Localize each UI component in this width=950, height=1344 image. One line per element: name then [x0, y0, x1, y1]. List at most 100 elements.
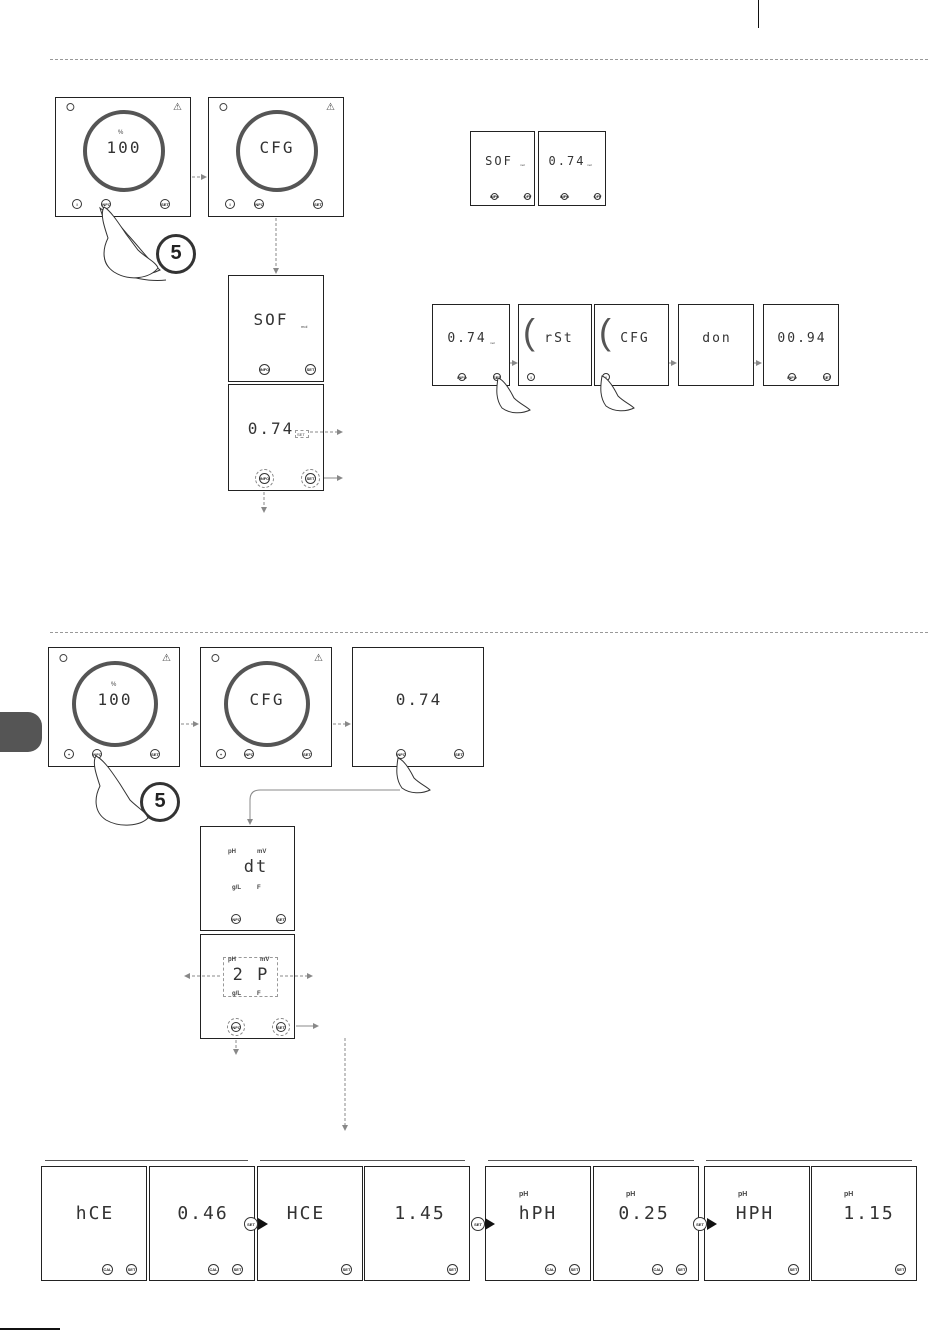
- wifi-icon: ⭘: [219, 102, 228, 114]
- group-bracket-2: [260, 1160, 465, 1161]
- bottom-screen-hph: pH hPH CAL SET: [485, 1166, 591, 1281]
- set-button[interactable]: SET: [305, 364, 316, 375]
- timer-icon-2: 5: [140, 782, 180, 822]
- bottom-screen-046: 0.46 CAL SET: [149, 1166, 255, 1281]
- display-value: 0.74: [395, 690, 443, 709]
- set-button[interactable]: SET: [447, 1264, 458, 1275]
- display-value: HPH: [735, 1203, 775, 1224]
- unit-label: SET: [297, 432, 305, 437]
- device-screen-cfg: ⭘ ⚠ CFG I INFO SET: [208, 97, 344, 217]
- display-value: hPH: [518, 1203, 558, 1224]
- timer-value: 5: [154, 790, 166, 812]
- arc-marker: (: [599, 311, 611, 352]
- small-screen-074: 0.74 mol INFO OFF: [538, 131, 606, 206]
- info-button[interactable]: INFO: [92, 749, 102, 759]
- set-button[interactable]: SET: [150, 749, 160, 759]
- display-value: rSt: [544, 331, 574, 346]
- i-button[interactable]: I: [602, 373, 610, 381]
- set-button[interactable]: SET: [493, 373, 501, 381]
- f-label: F: [257, 991, 261, 997]
- bottom-screen-025: pH 0.25 CAL SET: [593, 1166, 699, 1281]
- info-button[interactable]: INFO: [787, 373, 797, 381]
- warning-icon: ⚠: [162, 653, 171, 664]
- section-divider-middle: [50, 632, 928, 633]
- display-value: 0.25: [618, 1203, 670, 1224]
- info-button[interactable]: INFO: [231, 914, 241, 924]
- set-button[interactable]: SET: [895, 1264, 906, 1275]
- cal-button[interactable]: CAL: [652, 1264, 663, 1275]
- set-button[interactable]: SET: [276, 914, 286, 924]
- set-button[interactable]: SET: [302, 749, 312, 759]
- set-button[interactable]: SET: [823, 373, 831, 381]
- display-ring: [72, 661, 158, 747]
- ph-label: pH: [626, 1191, 636, 1198]
- percent-unit: %: [111, 682, 117, 688]
- device-screen-main-2: ⭘ ⚠ % 100 + INFO SET: [48, 647, 180, 767]
- display-ring: [224, 661, 310, 747]
- set-button[interactable]: SET: [126, 1264, 137, 1275]
- set-button[interactable]: SET: [313, 199, 323, 209]
- wifi-icon: ⭘: [211, 653, 220, 665]
- timer-icon: 5: [156, 234, 196, 274]
- display-value: 100: [97, 690, 133, 709]
- device-screen-074-2: 0.74 INFO SET: [352, 647, 484, 767]
- screen-074: 0.74 SET INFO SET: [228, 384, 324, 491]
- info-button[interactable]: INFO: [227, 1018, 245, 1036]
- device-screen-main: ⭘ ⚠ % 100 I INFO SET: [55, 97, 191, 217]
- small-screen-sof: SOF mol INFO OFF: [470, 131, 535, 206]
- info-button[interactable]: INFO: [457, 373, 467, 381]
- i-button[interactable]: I: [225, 199, 235, 209]
- i-button[interactable]: I: [527, 373, 535, 381]
- mv-label: mV: [257, 849, 267, 855]
- off-button[interactable]: OFF: [593, 193, 602, 200]
- display-value: HCE: [286, 1203, 326, 1224]
- ph-label: pH: [519, 1191, 529, 1198]
- unit-label: mol: [490, 341, 495, 345]
- ph-label: pH: [228, 957, 236, 963]
- screen-dt: pH mV dt g/L F INFO SET: [200, 826, 295, 931]
- info-button[interactable]: INFO: [101, 199, 111, 209]
- screen-2p: pH mV 2 P g/L F INFO SET: [200, 934, 295, 1039]
- set-button[interactable]: SET: [341, 1264, 352, 1275]
- seq-screen-0094: 00.94 INFO SET: [763, 304, 839, 386]
- group-bracket-1: [45, 1160, 248, 1161]
- set-button[interactable]: SET: [301, 469, 320, 488]
- plus-button[interactable]: +: [64, 749, 74, 759]
- cal-button[interactable]: CAL: [102, 1264, 113, 1275]
- info-button[interactable]: INFO: [489, 193, 500, 200]
- set-button[interactable]: SET: [160, 199, 170, 209]
- info-button[interactable]: INFO: [259, 364, 270, 375]
- arc-marker: (: [523, 311, 535, 352]
- info-button[interactable]: INFO: [255, 469, 274, 488]
- unit-label: mol: [301, 324, 308, 329]
- info-button[interactable]: INFO: [254, 199, 264, 209]
- plus-button[interactable]: +: [216, 749, 226, 759]
- gl-label: g/L: [232, 885, 241, 891]
- off-button[interactable]: OFF: [523, 193, 532, 200]
- page-edge-line: [758, 0, 759, 28]
- unit-label: mol: [520, 163, 525, 167]
- set-button[interactable]: SET: [676, 1264, 687, 1275]
- set-button[interactable]: SET: [232, 1264, 243, 1275]
- set-button[interactable]: SET: [788, 1264, 799, 1275]
- footer-rule: [0, 1328, 60, 1330]
- ph-label: pH: [228, 849, 236, 855]
- i-button[interactable]: I: [72, 199, 82, 209]
- bottom-screen-hce: hCE CAL SET: [41, 1166, 147, 1281]
- info-button[interactable]: INFO: [396, 749, 406, 759]
- screen-sof: SOF mol INFO SET: [228, 275, 324, 382]
- set-button[interactable]: SET: [569, 1264, 580, 1275]
- cal-button[interactable]: CAL: [208, 1264, 219, 1275]
- cal-button[interactable]: CAL: [545, 1264, 556, 1275]
- warning-icon: ⚠: [314, 653, 323, 664]
- info-button[interactable]: INFO: [244, 749, 254, 759]
- set-transition-marker: SET: [693, 1217, 707, 1231]
- side-tab: [0, 712, 42, 752]
- display-value: hCE: [75, 1203, 115, 1224]
- set-button[interactable]: SET: [272, 1018, 290, 1036]
- seq-screen-don: don: [678, 304, 754, 386]
- seq-screen-074: 0.74 mol INFO SET: [432, 304, 510, 386]
- set-button[interactable]: SET: [454, 749, 464, 759]
- gl-label: g/L: [232, 991, 241, 997]
- info-button[interactable]: INFO: [559, 193, 570, 200]
